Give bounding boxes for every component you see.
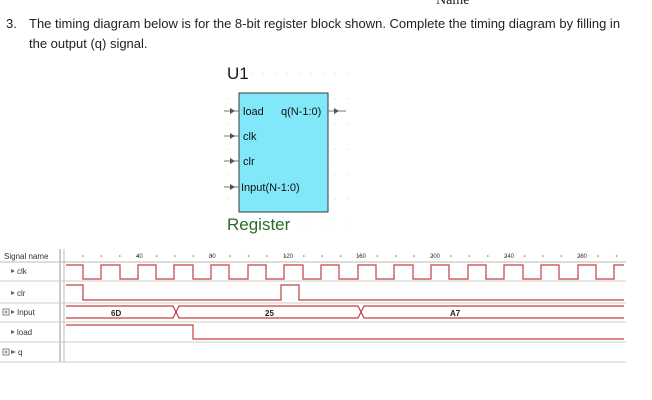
signal-row-q: q (2, 348, 22, 357)
signal-row-load: load (11, 328, 32, 337)
time-tick-280: 280 (577, 254, 588, 260)
row-dividers (0, 280, 626, 363)
signal-name-input: Input (17, 308, 36, 317)
clk-arrow-icon (230, 133, 235, 139)
clr-waveform (66, 284, 624, 301)
signal-row-clk: clk (11, 267, 28, 276)
q-arrow-icon (334, 108, 339, 114)
clr-arrow-icon (230, 158, 235, 164)
input-value-a7: A7 (450, 309, 461, 318)
load-arrow-icon (230, 108, 235, 114)
block-grid-dots (226, 73, 348, 225)
name-label: Name (436, 0, 470, 8)
input-waveform (66, 305, 624, 319)
input-arrow-icon (11, 291, 15, 295)
port-input: Input(N-1:0) (241, 182, 300, 194)
time-tick-200: 200 (430, 254, 441, 260)
load-waveform (66, 324, 624, 340)
input-arrow-icon (11, 310, 15, 314)
time-tick-120: 120 (283, 254, 294, 260)
input-arrow-icon (230, 184, 235, 190)
time-tick-40: 40 (136, 254, 143, 260)
time-tick-80: 80 (209, 254, 216, 260)
signal-row-input: Input (2, 308, 36, 317)
input-arrow-icon (11, 330, 15, 334)
question-text: The timing diagram below is for the 8-bi… (29, 16, 621, 51)
port-clr: clr (243, 156, 255, 168)
signal-name-header: Signal name (4, 252, 49, 261)
port-load: load (243, 106, 264, 118)
port-arrow-icons (230, 108, 339, 190)
block-caption: Register (227, 215, 291, 234)
clk-waveform (66, 264, 624, 280)
question-number: 3. (6, 16, 17, 31)
signal-name-load: load (17, 328, 32, 337)
output-arrow-icon (11, 350, 16, 354)
time-tick-160: 160 (356, 254, 367, 260)
time-tick-240: 240 (504, 254, 515, 260)
register-body (238, 92, 329, 213)
signal-name-q: q (18, 348, 22, 357)
signal-row-clr: clr (11, 289, 26, 298)
signal-name-clr: clr (17, 289, 26, 298)
block-title: U1 (227, 64, 249, 83)
port-clk: clk (243, 131, 257, 143)
port-q: q(N-1:0) (281, 106, 321, 118)
time-ruler-dots (82, 255, 618, 257)
input-value-6d: 6D (111, 309, 121, 318)
timing-diagram: Signal name 40 80 120 160 200 240 280 cl… (0, 249, 626, 363)
input-value-25: 25 (265, 309, 274, 318)
input-arrow-icon (11, 269, 15, 273)
signal-name-clk: clk (17, 267, 28, 276)
register-block: U1 load clk clr Input(N-1:0) q(N-1:0) Re… (224, 64, 348, 234)
